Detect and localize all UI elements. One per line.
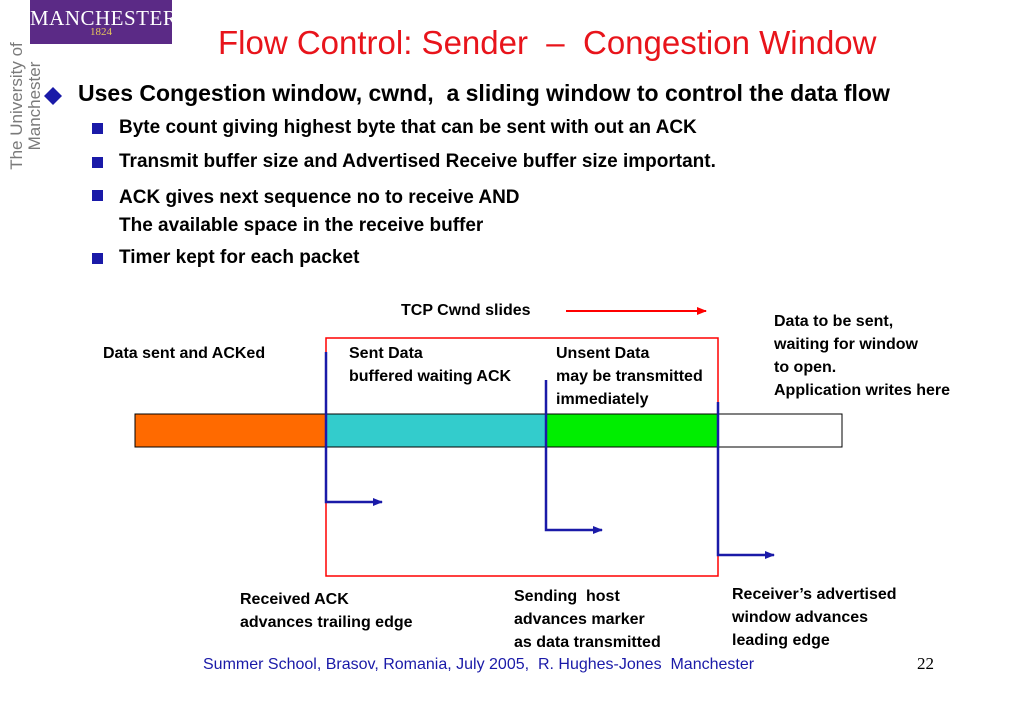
slide-title: Flow Control: Sender – Congestion Window [218,24,877,61]
footer: Summer School, Brasov, Romania, July 200… [203,656,755,673]
sub-bullet-1: Byte count giving highest byte that can … [119,117,697,138]
segment-acked [134,413,327,448]
to-be-sent-label: Data to be sent, waiting for window to o… [774,313,951,399]
logo-word: MANCHESTER [30,6,178,30]
segment-to-be-sent [717,413,843,448]
send-marker [544,380,603,534]
square-bullet-icon [92,157,103,168]
main-bullet-text: Uses Congestion window, cwnd, a sliding … [78,80,890,106]
trailing-edge-marker [324,352,383,506]
unsent-data-label: Unsent Data may be transmitted immediate… [556,345,703,408]
cwnd-slides-label: TCP Cwnd slides [401,302,531,319]
university-logo: MANCHESTER 1824 [30,0,178,44]
leading-edge-marker [716,402,775,559]
sending-host-note: Sending host advances marker as data tra… [514,588,661,651]
square-bullet-icon [92,190,103,201]
received-ack-note: Received ACK advances trailing edge [240,591,413,631]
diamond-bullet-icon [44,87,62,105]
acked-label: Data sent and ACKed [103,345,266,362]
receiver-window-note: Receiver’s advertised window advances le… [732,586,897,649]
square-bullet-icon [92,253,103,264]
sub-bullet-2: Transmit buffer size and Advertised Rece… [119,151,716,172]
sub-bullet-3: ACK gives next sequence no to receive AN… [119,187,520,236]
sent-data-label: Sent Data buffered waiting ACK [349,345,512,385]
segment-unsent [545,413,719,448]
page-number: 22 [917,654,934,673]
square-bullet-icon [92,123,103,134]
segment-sent [325,413,547,448]
logo-year: 1824 [90,26,112,38]
sub-bullet-4: Timer kept for each packet [119,247,360,268]
